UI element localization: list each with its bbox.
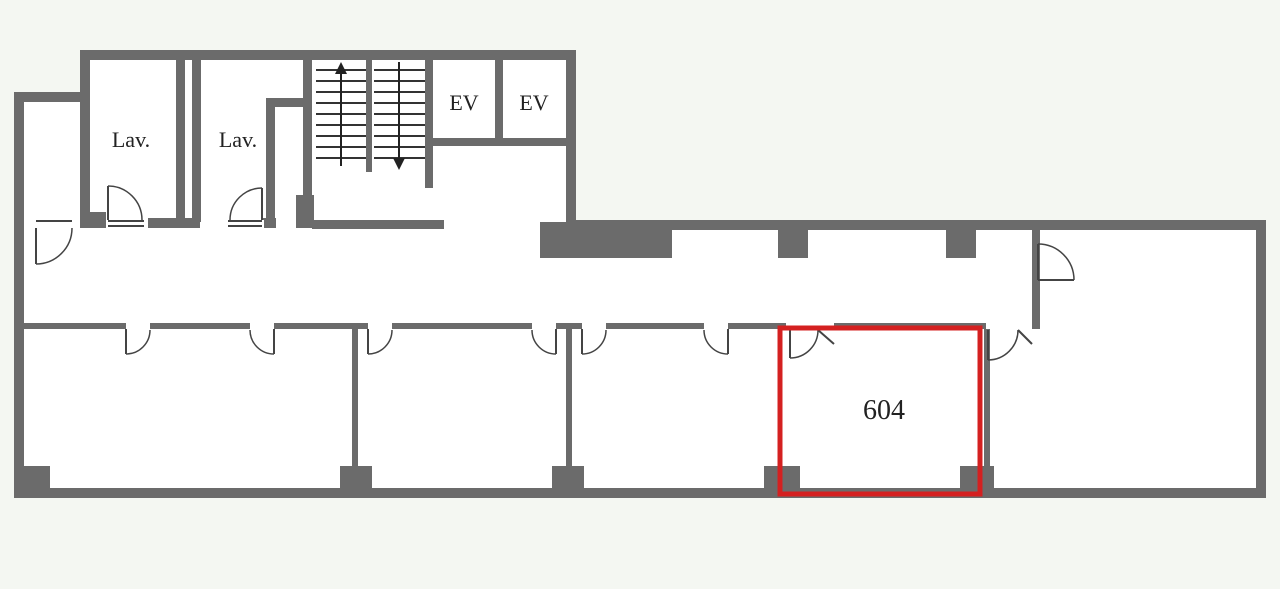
door-icon bbox=[125, 323, 151, 355]
unit-number-label: 604 bbox=[863, 395, 905, 426]
staircase bbox=[316, 62, 425, 170]
stair-up-arrow-icon bbox=[335, 62, 347, 74]
pillar-bottom-3 bbox=[552, 466, 584, 498]
door-icon bbox=[35, 220, 73, 265]
door-icon bbox=[581, 323, 607, 355]
door-icon bbox=[531, 323, 557, 355]
unit-highlight-outline[interactable] bbox=[777, 325, 983, 497]
wall-stair-landing bbox=[425, 58, 433, 188]
pillar-top-1 bbox=[540, 222, 672, 258]
pillar-top-2 bbox=[778, 222, 808, 258]
door-icon bbox=[986, 323, 1033, 361]
pillar-top-3 bbox=[946, 222, 976, 258]
wall-lav-divider-b bbox=[192, 58, 201, 222]
pillar-bottom-2 bbox=[340, 466, 372, 498]
door-icon bbox=[107, 185, 146, 228]
wall-corridor-right-post bbox=[1032, 228, 1040, 328]
stair-down-arrow-icon bbox=[393, 158, 405, 170]
floor-area-left-room bbox=[20, 100, 80, 230]
wall-lav-bottom-b bbox=[148, 218, 200, 228]
wall-core-top bbox=[80, 50, 576, 60]
wall-left-top bbox=[14, 92, 84, 102]
wall-lav-divider-a bbox=[176, 58, 185, 222]
wall-top-right bbox=[566, 220, 1266, 230]
door-icon bbox=[367, 323, 393, 355]
door-icon bbox=[249, 323, 275, 355]
wall-lav-bottom-c bbox=[262, 218, 276, 228]
wall-corridor bbox=[22, 323, 1040, 329]
wall-partition-1 bbox=[352, 323, 358, 493]
wall-core-left bbox=[80, 50, 90, 228]
wall-ev-bottom bbox=[433, 138, 573, 146]
wall-stair-left bbox=[303, 58, 312, 228]
lavatory-label: Lav. bbox=[219, 127, 257, 152]
wall-left bbox=[14, 92, 24, 498]
wall-right bbox=[1256, 220, 1266, 498]
wall-stair-bottom bbox=[312, 220, 444, 229]
doors bbox=[35, 185, 1075, 361]
wall-ev-divider bbox=[495, 58, 503, 142]
wall-stair-divider bbox=[366, 58, 372, 172]
pillar-bottom-1 bbox=[14, 466, 50, 498]
wall-lav-right-top bbox=[266, 98, 312, 107]
walls bbox=[14, 50, 1266, 498]
door-icon bbox=[228, 187, 264, 228]
wall-lav-bottom-a bbox=[88, 212, 106, 228]
lavatory-label: Lav. bbox=[112, 127, 150, 152]
elevator-label: EV bbox=[519, 90, 548, 115]
wall-partition-3 bbox=[984, 323, 990, 493]
wall-pillar-core bbox=[296, 195, 314, 228]
wall-partition-2 bbox=[566, 323, 572, 493]
floor-area-main bbox=[22, 228, 1258, 490]
wall-bottom bbox=[14, 488, 1266, 498]
door-icon bbox=[1037, 243, 1075, 281]
door-icon bbox=[703, 323, 729, 355]
wall-lav-right bbox=[266, 98, 275, 224]
elevator-label: EV bbox=[449, 90, 478, 115]
